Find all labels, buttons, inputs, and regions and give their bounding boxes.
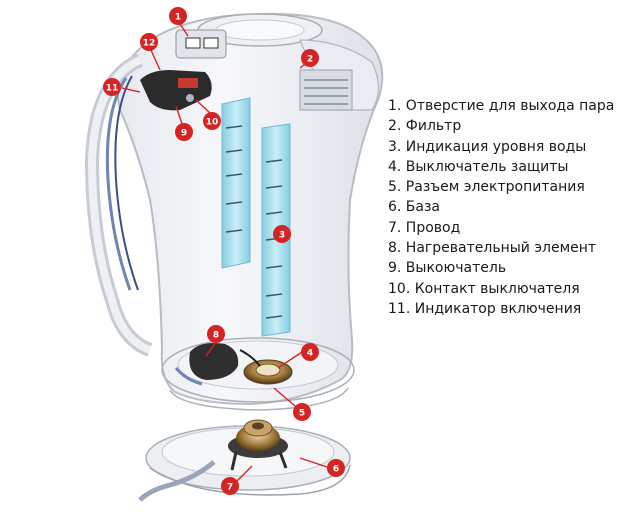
power-cord <box>138 460 216 502</box>
svg-text:6: 6 <box>333 465 339 475</box>
marker-7: 7 <box>221 477 239 495</box>
svg-text:3: 3 <box>279 231 285 241</box>
marker-4: 4 <box>301 343 319 361</box>
legend-item-10: 10. Контакт выключателя <box>388 280 580 297</box>
marker-8: 8 <box>207 325 225 343</box>
svg-text:4: 4 <box>307 349 313 359</box>
marker-10: 10 <box>203 112 221 130</box>
legend-item-3: 3. Индикация уровня воды <box>388 138 587 155</box>
legend-item-11: 11. Индикатор включения <box>388 300 582 317</box>
legend-item-9: 9. Выкоючатель <box>388 260 507 277</box>
svg-text:2: 2 <box>307 55 313 65</box>
svg-text:5: 5 <box>299 409 305 419</box>
marker-9: 9 <box>175 123 193 141</box>
legend-item-1: 1. Отверстие для выхода пара <box>388 98 615 114</box>
legend-item-4: 4. Выключатель защиты <box>388 158 569 175</box>
marker-3: 3 <box>273 225 291 243</box>
marker-6: 6 <box>327 459 345 477</box>
svg-text:10: 10 <box>206 118 219 128</box>
heating-element <box>174 343 293 386</box>
svg-text:7: 7 <box>227 483 233 493</box>
marker-5: 5 <box>293 403 311 421</box>
switch-mechanism <box>140 29 227 111</box>
legend-item-6: 6. База <box>388 199 441 216</box>
legend-item-8: 8. Нагревательный элемент <box>388 240 597 257</box>
svg-text:12: 12 <box>143 39 156 49</box>
svg-text:1: 1 <box>175 13 181 23</box>
marker-1: 1 <box>169 7 187 25</box>
marker-11: 11 <box>103 78 121 96</box>
svg-text:11: 11 <box>106 84 119 94</box>
legend-item-5: 5. Разъем электропитания <box>388 179 585 196</box>
legend-item-2: 2. Фильтр <box>388 118 462 135</box>
marker-2: 2 <box>301 49 319 67</box>
svg-text:8: 8 <box>213 331 219 341</box>
marker-12: 12 <box>140 33 158 51</box>
parts-legend: 1. Отверстие для выхода пара 2. Фильтр 3… <box>388 96 614 319</box>
svg-text:9: 9 <box>181 129 187 139</box>
legend-item-7: 7. Провод <box>388 219 461 236</box>
base-connector <box>228 419 288 471</box>
